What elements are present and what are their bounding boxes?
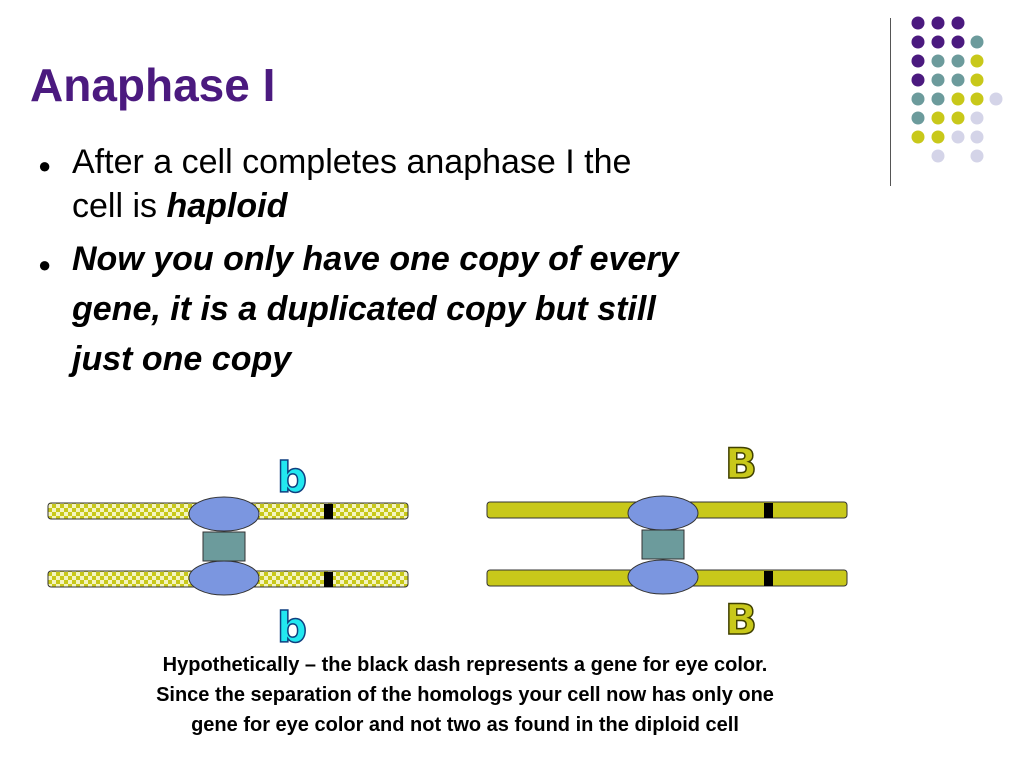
bullet-text-line: After a cell completes anaphase I the (72, 143, 632, 181)
bullet-text-line: just one copy (72, 340, 292, 378)
deco-dot (931, 149, 945, 163)
allele-label-bottom: B (725, 595, 757, 644)
deco-dot (931, 35, 945, 49)
chromosome-diagram: b b B B (47, 438, 848, 650)
deco-dot (970, 54, 984, 68)
gene-marker (764, 503, 773, 518)
deco-dot (911, 73, 925, 87)
deco-dot (951, 35, 965, 49)
diagram-caption: Hypothetically – the black dash represen… (40, 650, 890, 740)
deco-dot (970, 111, 984, 125)
deco-dot (951, 92, 965, 106)
decorative-divider (890, 18, 891, 186)
centromere (627, 495, 699, 531)
deco-dot (951, 111, 965, 125)
deco-dot (911, 130, 925, 144)
caption-line: Since the separation of the homologs you… (156, 684, 774, 706)
deco-dot (951, 130, 965, 144)
deco-dot (970, 149, 984, 163)
gene-marker (324, 572, 333, 587)
centromere (188, 560, 260, 596)
bullet-dot-icon: ● (38, 153, 52, 178)
bullet-text-line: cell is haploid (72, 184, 838, 228)
deco-dot (911, 54, 925, 68)
allele-label-bottom: b (277, 603, 307, 650)
bullet-list: ● After a cell completes anaphase I the … (38, 140, 838, 384)
deco-dot (989, 92, 1003, 106)
slide-title: Anaphase I (30, 59, 276, 111)
deco-dot (951, 73, 965, 87)
allele-label-top: b (277, 453, 307, 502)
deco-dot (951, 16, 965, 30)
deco-dot (931, 16, 945, 30)
centromere-connector (641, 529, 685, 560)
deco-dot (970, 73, 984, 87)
deco-dot (911, 92, 925, 106)
centromere (627, 559, 699, 595)
deco-dot (970, 92, 984, 106)
caption-line: Hypothetically – the black dash represen… (162, 654, 768, 676)
deco-dot (931, 92, 945, 106)
deco-dot (951, 54, 965, 68)
bullet-item: ● After a cell completes anaphase I the … (38, 140, 838, 228)
deco-dot (970, 35, 984, 49)
caption-line: gene for eye color and not two as found … (191, 714, 739, 736)
bullet-text-line: gene, it is a duplicated copy but still (72, 290, 656, 328)
bullet-dot-icon: ● (38, 252, 52, 277)
bullet-text-line: Now you only have one copy of every (72, 240, 679, 278)
allele-label-top: B (725, 439, 757, 488)
deco-dot (931, 111, 945, 125)
bullet-item: ● Now you only have one copy of every ge… (38, 234, 838, 384)
centromere (188, 496, 260, 532)
decorative-dot-grid (911, 16, 1003, 163)
deco-dot (911, 16, 925, 30)
centromere-connector (202, 531, 246, 562)
homolog-left: b b (47, 452, 409, 650)
gene-marker (324, 504, 333, 519)
deco-dot (931, 54, 945, 68)
deco-dot (970, 130, 984, 144)
bullet-text: cell is (72, 187, 167, 225)
deco-dot (931, 130, 945, 144)
deco-dot (931, 73, 945, 87)
gene-marker (764, 571, 773, 586)
deco-dot (911, 35, 925, 49)
emphasis-text: haploid (166, 187, 288, 225)
homolog-right: B B (486, 438, 848, 645)
deco-dot (911, 111, 925, 125)
